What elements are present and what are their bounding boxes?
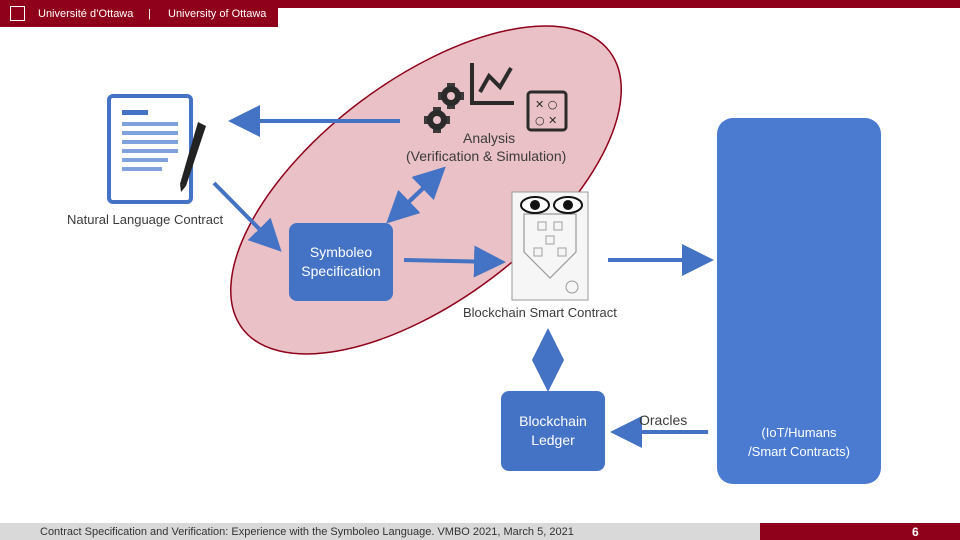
smart-contract-label: Blockchain Smart Contract — [463, 305, 617, 320]
document-pen-icon — [107, 94, 206, 204]
header-separator: | — [148, 8, 151, 20]
symboleo-line1: Symboleo — [309, 244, 373, 260]
ledger-line2: Ledger — [531, 432, 575, 448]
ledger-line1: Blockchain — [519, 413, 587, 429]
oracles-label: Oracles — [639, 412, 688, 428]
panel-label-line1: (IoT/Humans — [761, 425, 837, 440]
panel-label: (IoT/Humans /Smart Contracts) — [717, 423, 881, 461]
university-header: Université d’Ottawa | University of Otta… — [0, 0, 278, 27]
symboleo-line2: Specification — [301, 263, 381, 279]
university-name-fr: Université d’Ottawa — [38, 8, 134, 20]
external-sources-panel — [717, 118, 881, 484]
svg-text:✕ ○: ✕ ○ — [535, 98, 557, 111]
strategy-board-icon: ✕ ○ ○ ✕ — [526, 90, 568, 132]
page-number: 6 — [912, 525, 919, 539]
university-name-en: University of Ottawa — [168, 8, 267, 20]
university-logo-icon — [10, 6, 25, 21]
analysis-title: Analysis — [463, 130, 516, 146]
footer-text: Contract Specification and Verification:… — [40, 526, 574, 538]
blockchain-ledger-box: Blockchain Ledger — [501, 391, 605, 471]
chart-icon — [470, 63, 514, 105]
panel-label-line2: /Smart Contracts) — [748, 444, 850, 459]
gears-icon — [424, 83, 464, 133]
slide-footer: Contract Specification and Verification:… — [0, 523, 960, 540]
analysis-subtitle: (Verification & Simulation) — [406, 148, 567, 164]
arrow-symboleo-to-contract — [403, 245, 506, 278]
footer-red-band — [760, 523, 960, 540]
analysis-scope-ellipse — [229, 25, 623, 355]
nl-contract-label: Natural Language Contract — [67, 212, 224, 227]
arrow-nl-to-symboleo — [212, 181, 282, 252]
eyes-icon — [520, 196, 583, 214]
arrow-analysis-symboleo-b — [390, 166, 446, 220]
svg-text:○ ✕: ○ ✕ — [535, 114, 557, 127]
symboleo-spec-box: Symboleo Specification — [289, 223, 393, 301]
top-brand-bar — [0, 0, 960, 8]
footer-gray-band — [0, 523, 760, 540]
